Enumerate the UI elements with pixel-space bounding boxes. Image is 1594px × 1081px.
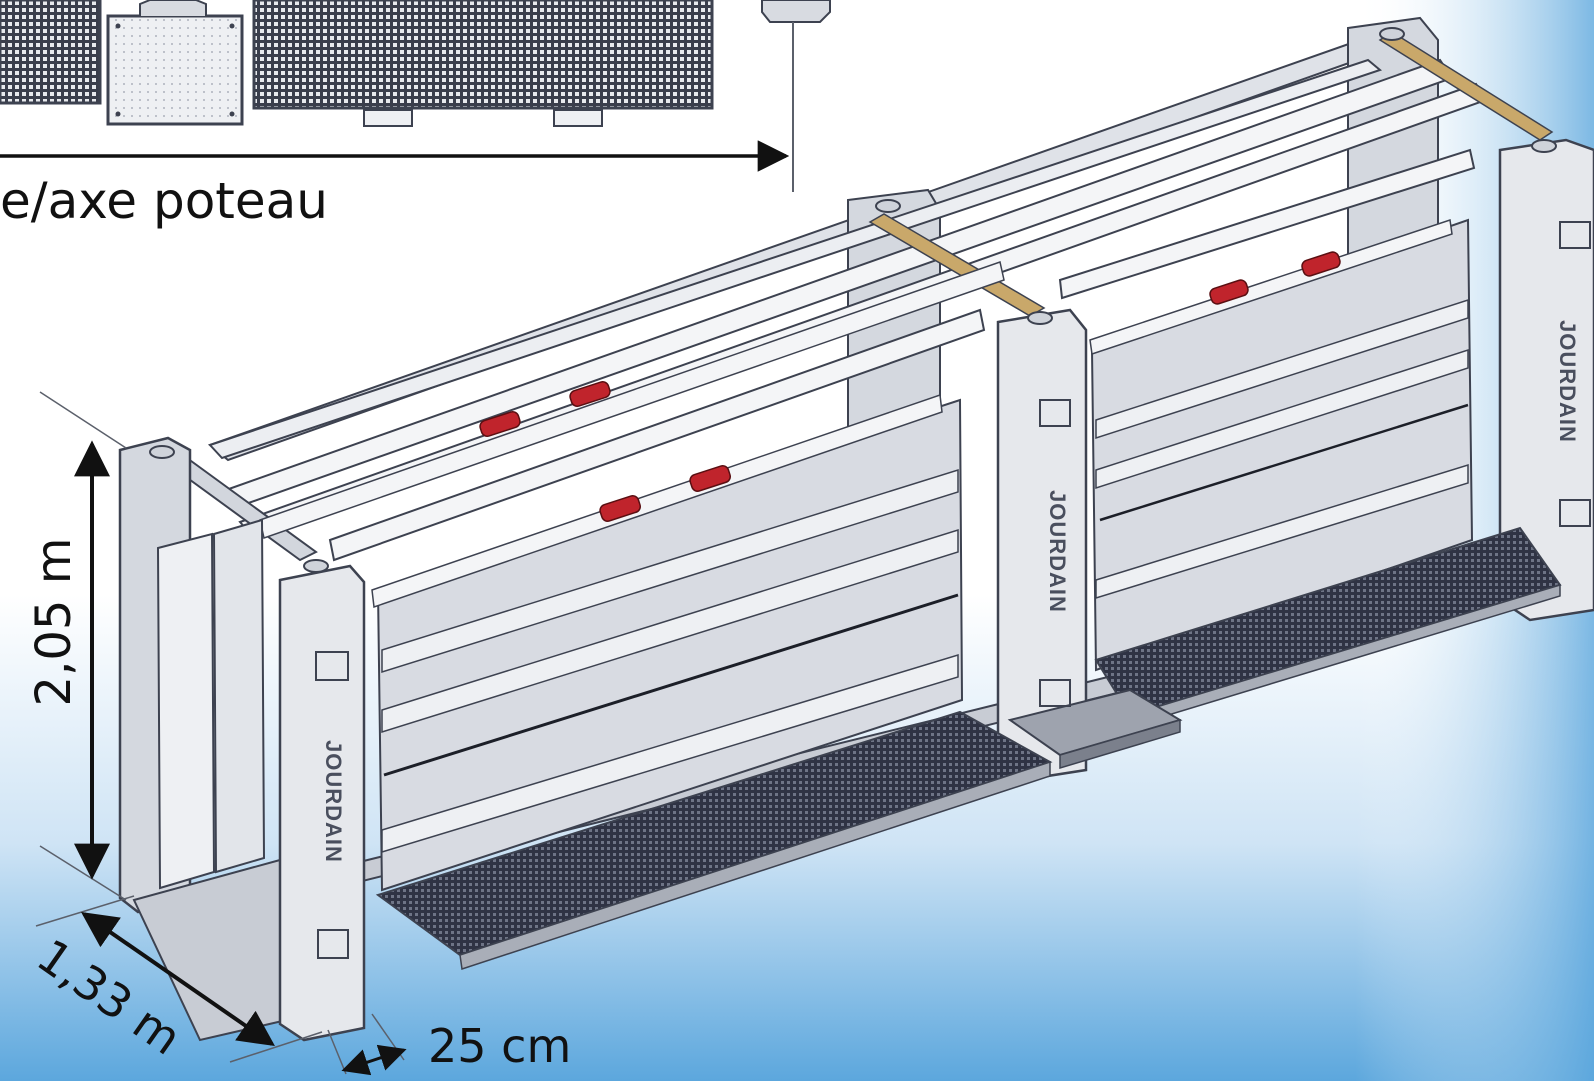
side-panel-left-slat <box>381 468 959 674</box>
latch-red <box>1209 279 1249 305</box>
side-panel-left <box>259 261 1053 970</box>
center-floor-plate-edge <box>1059 719 1181 770</box>
step-label: 25 cm <box>428 1019 571 1073</box>
side-panel-right-top-tube <box>1058 148 1476 300</box>
top-view-post-cap <box>761 0 831 23</box>
post-cap <box>303 559 329 573</box>
front-post-middle-brand: JOURDAIN <box>1045 490 1070 613</box>
post-plate <box>1559 499 1591 527</box>
post-cap <box>149 445 175 459</box>
front-post-right-brand: JOURDAIN <box>1555 320 1580 443</box>
front-gate-panel <box>156 532 216 890</box>
side-panel-right-slat <box>1095 298 1469 440</box>
latch-red <box>1301 251 1341 277</box>
top-view-bolt <box>115 23 121 29</box>
side-panel-left-top-tube <box>328 308 986 562</box>
side-panel-left-tube <box>371 393 943 609</box>
side-panel-left-slat <box>381 528 959 734</box>
post-plate <box>1559 221 1591 249</box>
front-left-post-brand: JOURDAIN <box>321 740 346 863</box>
post-plate <box>1039 679 1071 707</box>
latch-red <box>569 381 611 407</box>
top-view-bolt <box>115 111 121 117</box>
post-cap <box>1027 311 1053 325</box>
top-view-plate-bracket <box>139 0 207 16</box>
walkway-grating-left-edge <box>459 760 1051 970</box>
top-view-bolt <box>229 23 235 29</box>
height-label: 2,05 m <box>26 538 82 707</box>
side-panel-left-seam <box>383 593 959 777</box>
top-view-inset: e/axe poteau <box>0 0 831 230</box>
top-view-mesh-panel-right <box>252 0 714 110</box>
width-extension-line <box>229 1031 323 1063</box>
post-cap <box>1379 27 1405 41</box>
latch-red <box>599 495 641 522</box>
side-panel-right-slat <box>1095 348 1469 490</box>
side-panel-right-seam <box>1099 403 1469 522</box>
height-extension-line <box>39 391 127 449</box>
post-plate <box>315 651 349 681</box>
top-view-caption: e/axe poteau <box>0 172 328 230</box>
post-plate <box>317 929 349 959</box>
dimension-step: 25 cm <box>327 1013 571 1076</box>
latch-red <box>689 465 731 492</box>
side-panel-right <box>1058 148 1562 727</box>
post-cap <box>1531 139 1557 153</box>
top-view-foot <box>553 109 603 127</box>
post-caps <box>149 27 1557 573</box>
front-left-post <box>278 564 366 1042</box>
post-plate <box>1039 399 1071 427</box>
top-view-bolt <box>229 111 235 117</box>
post-cap <box>875 199 901 213</box>
front-gate-panel <box>212 518 266 874</box>
side-panel-left-slat <box>381 653 959 854</box>
dimension-height: 2,05 m <box>26 391 127 901</box>
top-view-mesh-panel-left <box>0 0 102 105</box>
width-extension-line <box>35 895 135 927</box>
step-arrow <box>341 1044 407 1076</box>
width-arrow <box>81 911 275 1047</box>
latch-red <box>479 411 521 437</box>
top-view-foot <box>363 109 413 127</box>
side-panel-right-slat <box>1095 463 1469 600</box>
top-view-center-plate <box>106 14 244 126</box>
top-tube <box>208 58 1383 460</box>
